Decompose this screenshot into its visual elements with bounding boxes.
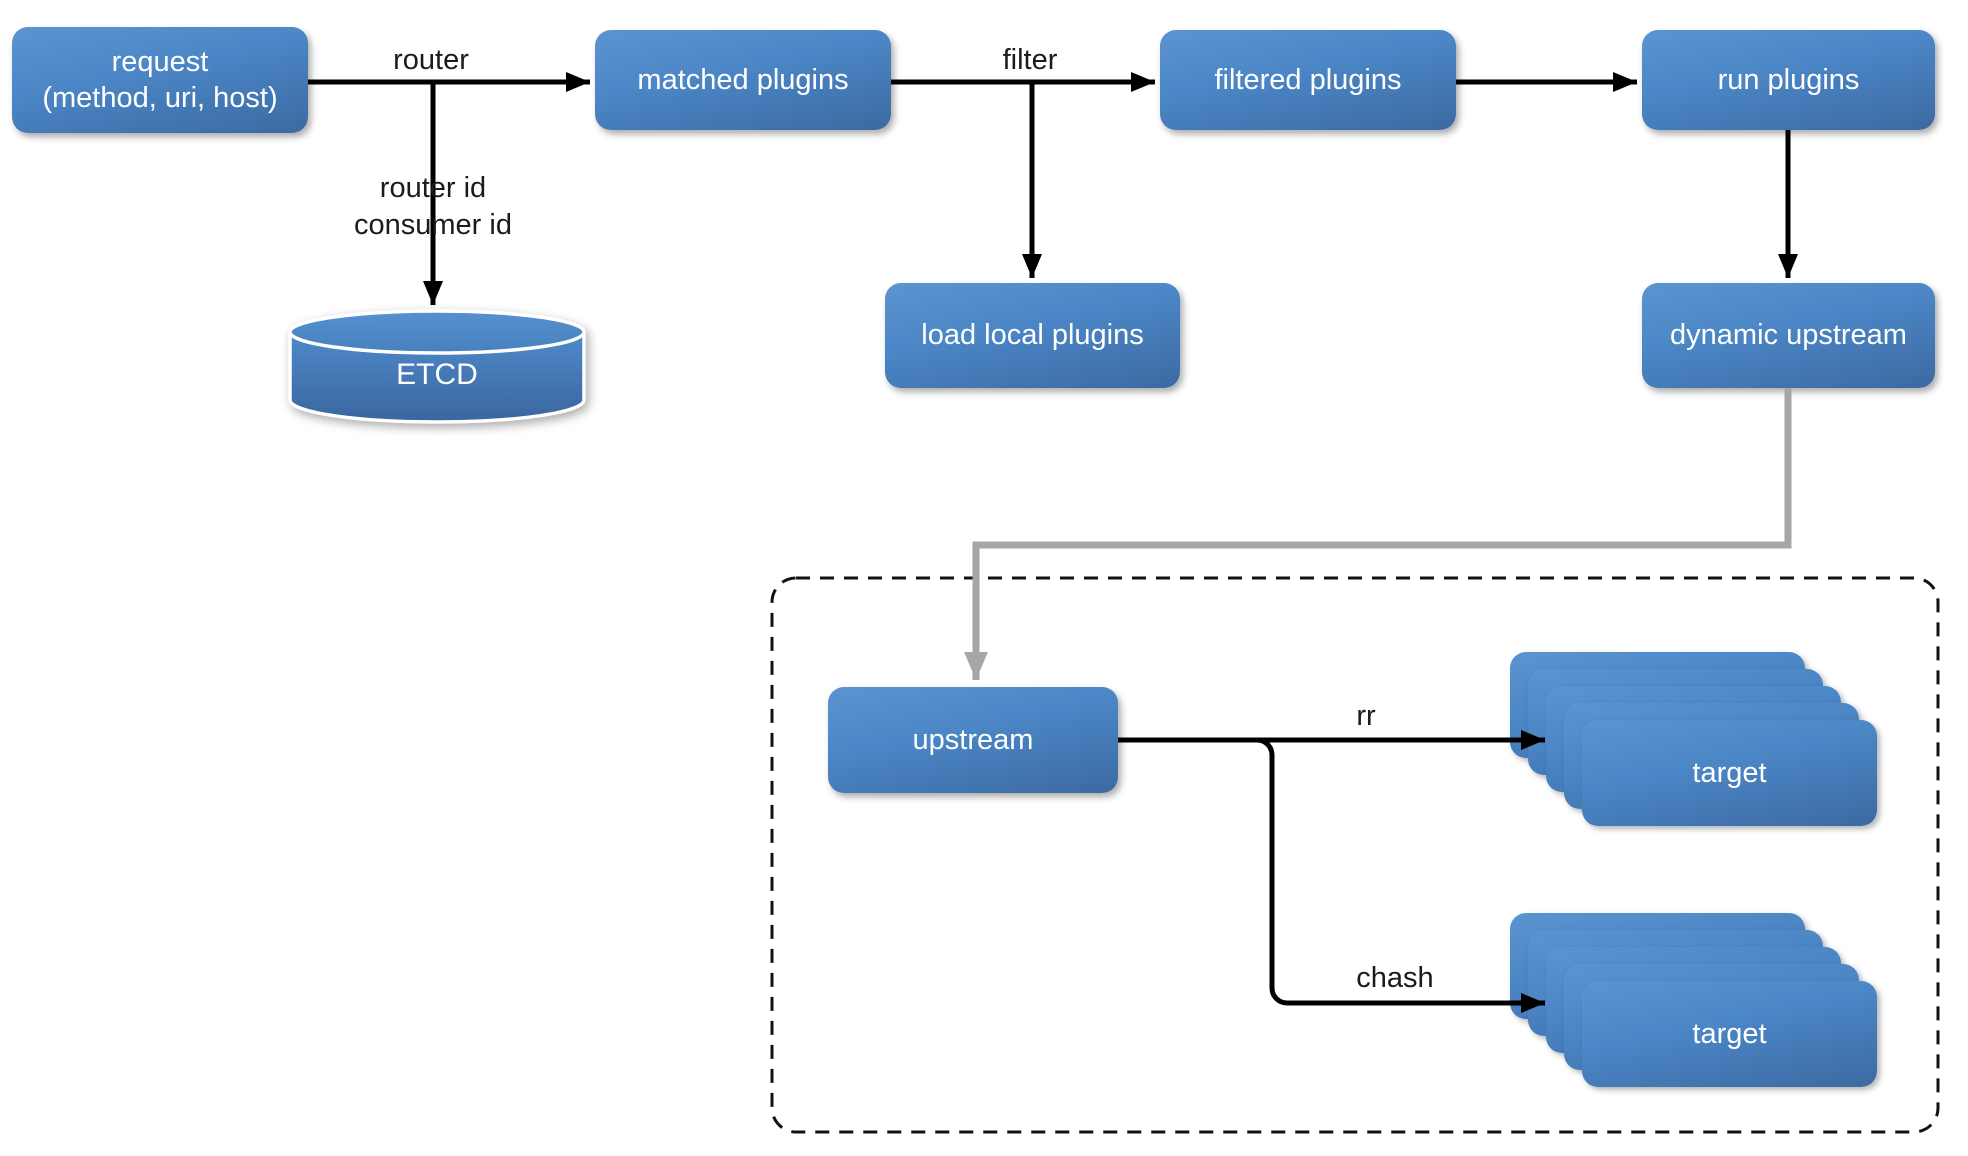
node-load-local-plugins-label: load local plugins	[921, 319, 1144, 352]
node-filtered-plugins: filtered plugins	[1160, 30, 1456, 130]
target-stack-rr: target	[1510, 652, 1877, 826]
node-matched-plugins-label: matched plugins	[637, 63, 849, 96]
node-filtered-plugins-label: filtered plugins	[1214, 63, 1402, 96]
etcd-cylinder-top	[288, 309, 586, 355]
edge-label-router: router	[393, 44, 469, 76]
node-run-plugins: run plugins	[1642, 30, 1935, 130]
etcd-cylinder	[288, 309, 586, 424]
edge-label-chash: chash	[1356, 962, 1434, 994]
node-dynamic-upstream: dynamic upstream	[1642, 283, 1935, 388]
node-target-chash-label: target	[1692, 1017, 1767, 1050]
node-etcd-label: ETCD	[396, 358, 478, 391]
node-request: request (method, uri, host)	[12, 27, 308, 133]
edge-label-router-consumer-id: router id consumer id	[354, 170, 512, 244]
node-dynamic-upstream-label: dynamic upstream	[1670, 319, 1907, 352]
stack-layer-front: target	[1582, 981, 1877, 1087]
node-request-label: request (method, uri, host)	[42, 45, 278, 114]
etcd-cylinder-body	[288, 330, 586, 424]
node-upstream-label: upstream	[912, 723, 1034, 756]
edge-label-rr: rr	[1356, 700, 1376, 732]
node-matched-plugins: matched plugins	[595, 30, 891, 130]
edge-dynamic-to-upstream	[964, 388, 1792, 680]
node-load-local-plugins: load local plugins	[885, 283, 1180, 388]
node-target-rr-label: target	[1692, 756, 1767, 789]
node-upstream: upstream	[828, 687, 1118, 793]
edge-label-router-id: router id	[379, 172, 487, 204]
target-stack-chash: target	[1510, 913, 1877, 1087]
edge-label-filter: filter	[1002, 44, 1058, 76]
node-run-plugins-label: run plugins	[1717, 63, 1860, 96]
stack-layer-front: target	[1582, 720, 1877, 826]
edge-label-consumer-id: consumer id	[354, 209, 512, 241]
